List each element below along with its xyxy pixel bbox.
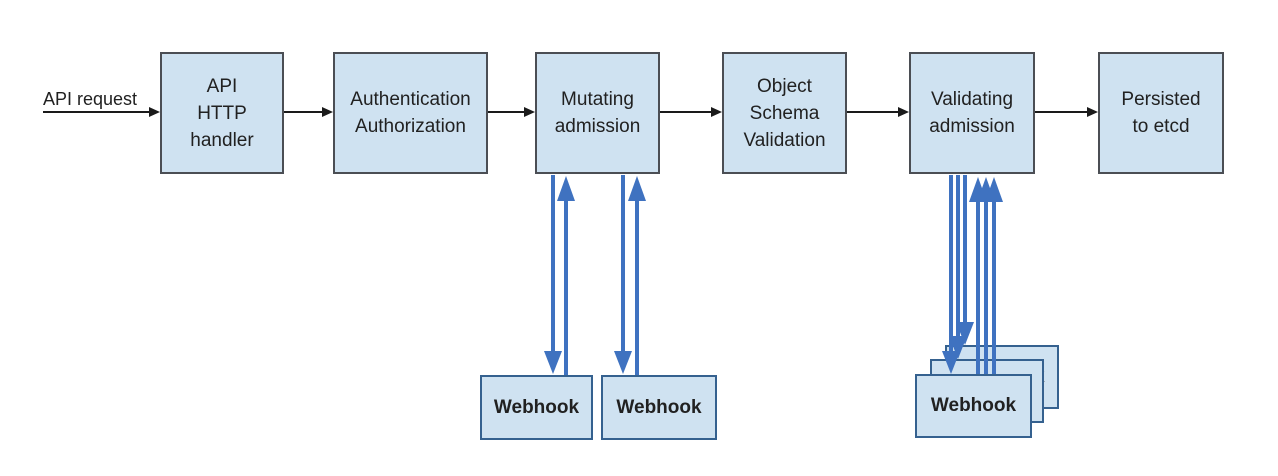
validating-down-arrow-back [956, 175, 974, 345]
stage-mutating-admission: Mutating admission [535, 52, 660, 174]
mutating-webhook1-down-arrow [544, 175, 562, 374]
mutating-webhook1-up-arrow [557, 176, 575, 375]
mutating-webhook2-up-arrow [628, 176, 646, 375]
stage-object-schema-validation: Object Schema Validation [722, 52, 847, 174]
mutating-webhook-1: Webhook [480, 375, 593, 440]
stage-persisted-to-etcd: Persisted to etcd [1098, 52, 1224, 174]
flow-arrow-validating-to-etcd [1035, 107, 1098, 117]
flow-arrow-schema-to-validating [847, 107, 909, 117]
flow-arrow-mutating-to-schema [660, 107, 722, 117]
stage-api-http-handler: API HTTP handler [160, 52, 284, 174]
stage-authentication-authorization: Authentication Authorization [333, 52, 488, 174]
mutating-webhook2-down-arrow [614, 175, 632, 374]
validating-webhook-front: Webhook [915, 374, 1032, 438]
flow-arrow-handler-to-auth [284, 107, 333, 117]
mutating-webhook-2: Webhook [601, 375, 717, 440]
stage-validating-admission: Validating admission [909, 52, 1035, 174]
api-request-label: API request [43, 89, 138, 109]
validating-down-arrow-middle [949, 175, 967, 359]
flow-arrow-auth-to-mutating [488, 107, 535, 117]
